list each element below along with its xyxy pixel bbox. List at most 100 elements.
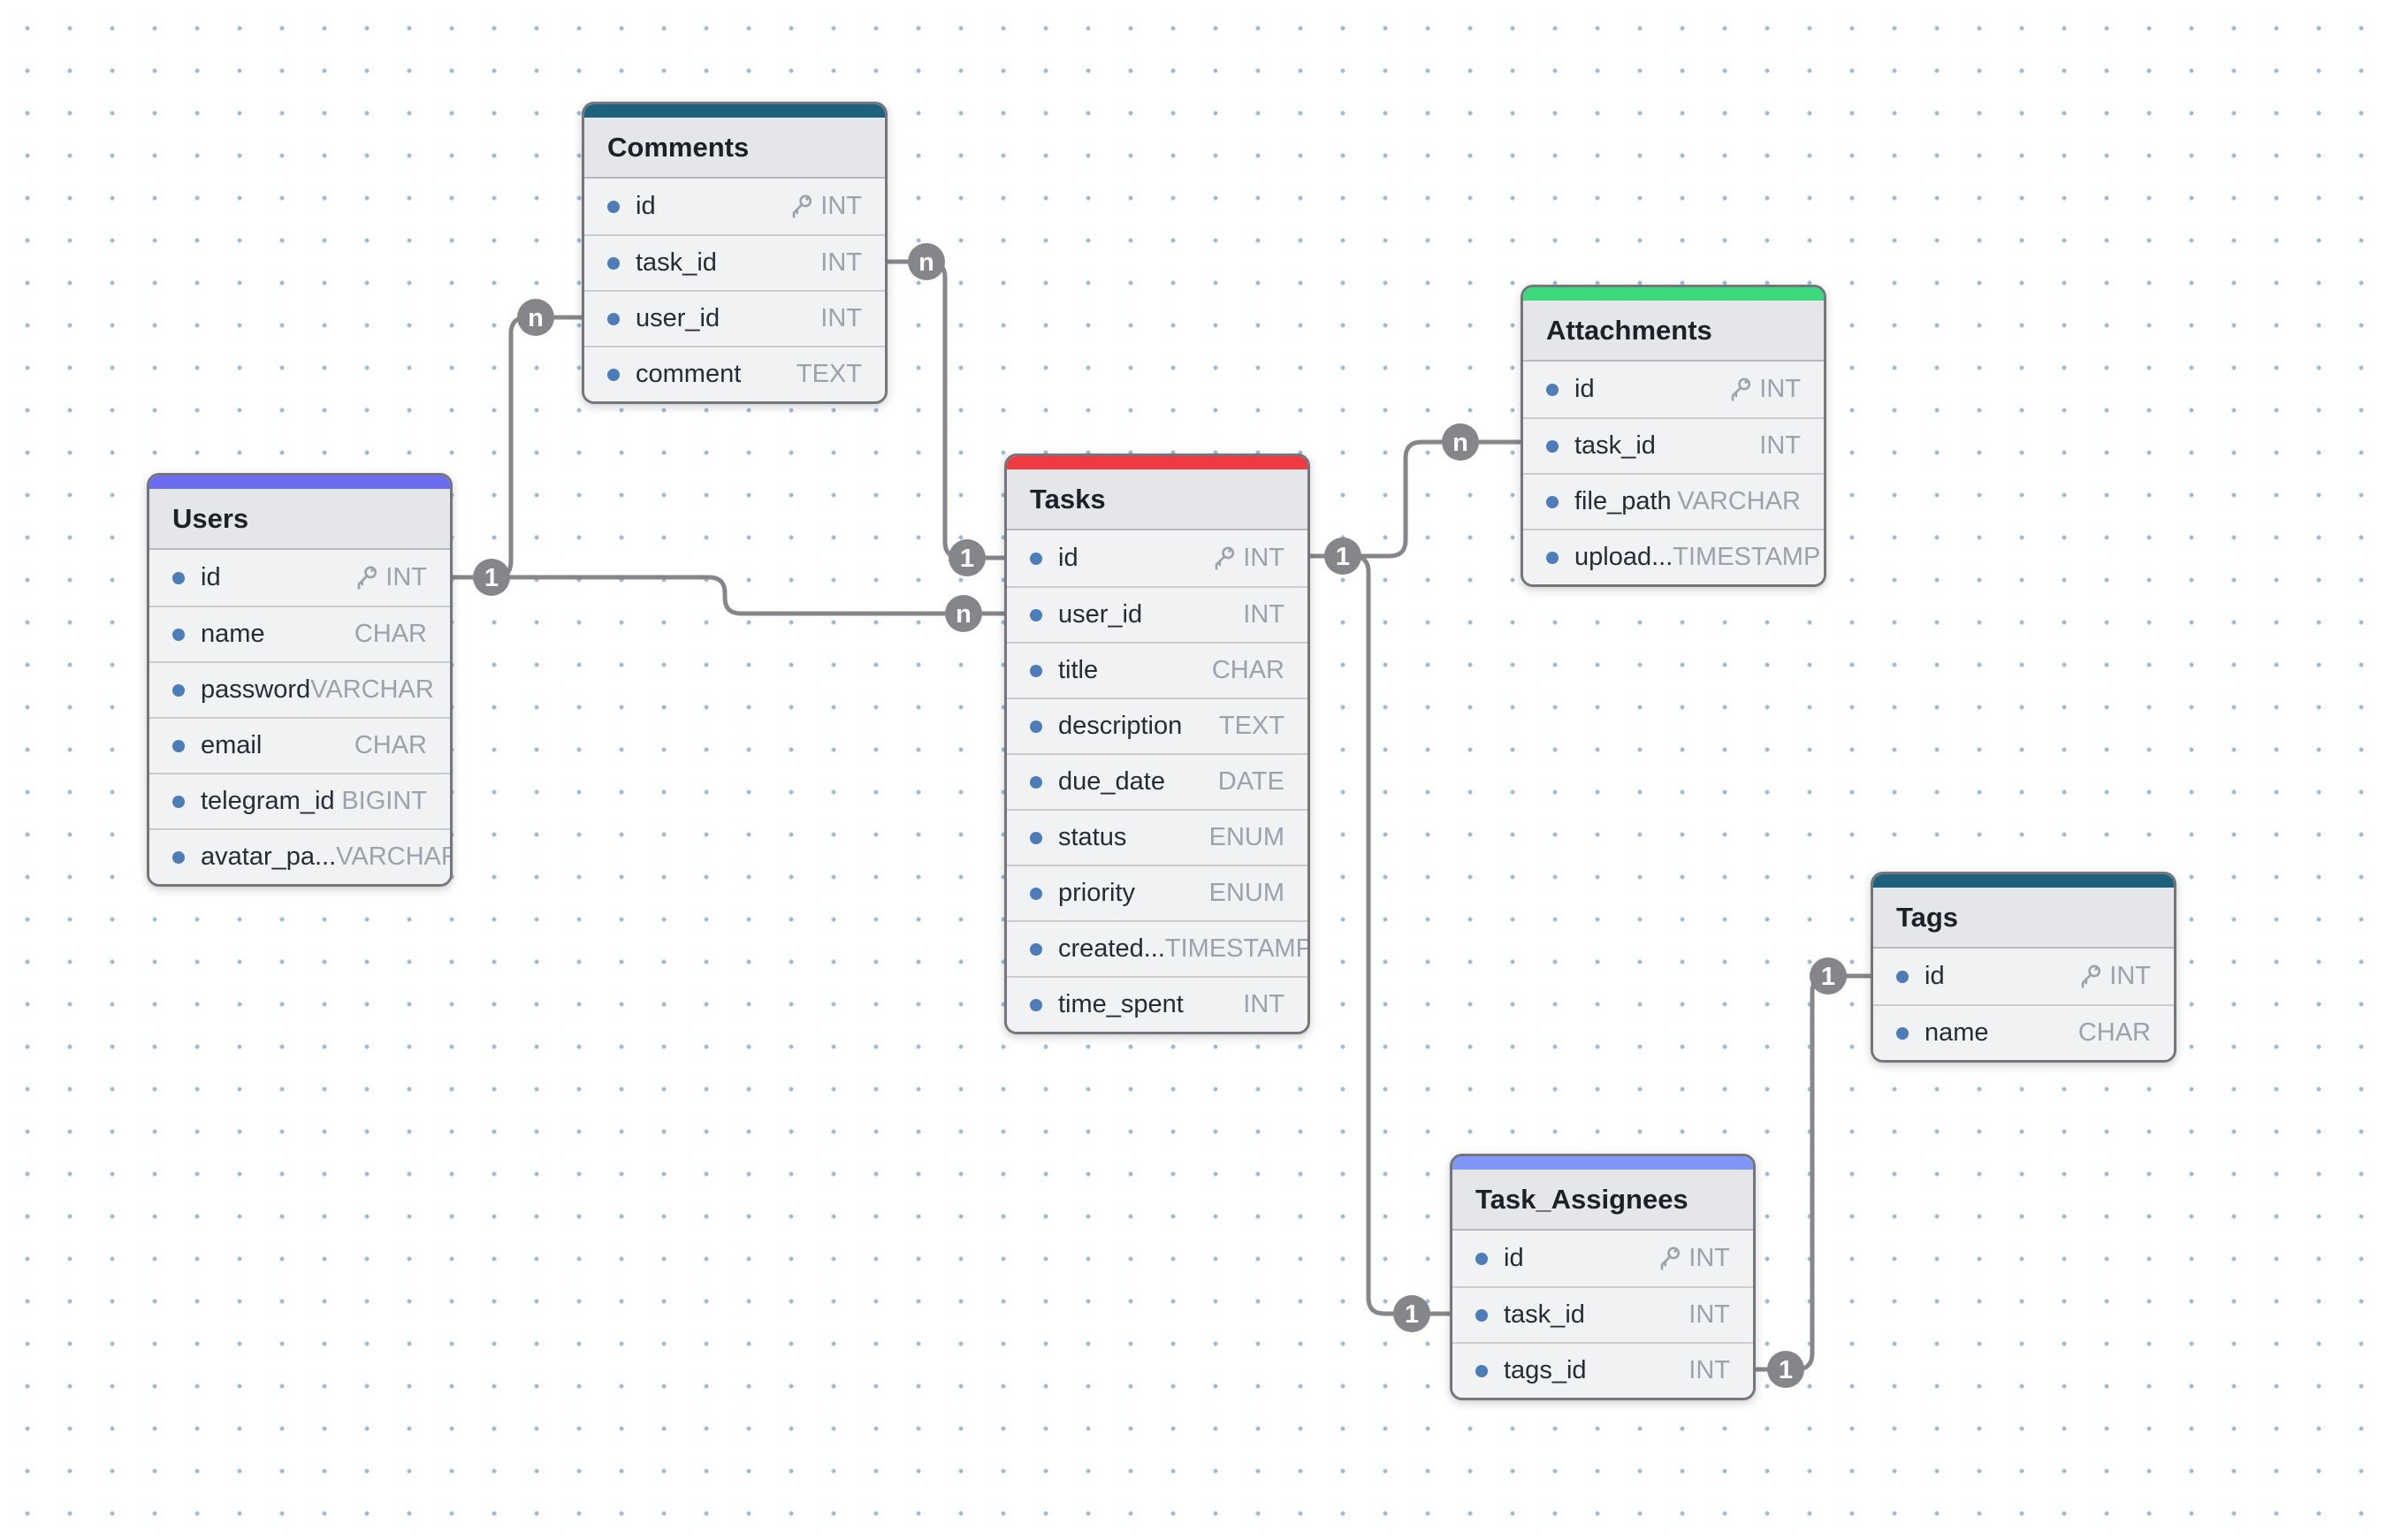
field-name: name: [1925, 1018, 1989, 1047]
svg-text:1: 1: [1405, 1300, 1419, 1329]
table-task-assignees[interactable]: Task_Assignees id INT task_id INT tags_i…: [1450, 1154, 1756, 1400]
field-row-id[interactable]: id INT: [1873, 949, 2174, 1004]
table-tags[interactable]: Tags id INT name CHAR: [1871, 872, 2176, 1063]
field-type: CHAR: [354, 620, 427, 648]
cardinality-marker-tasks-id-right: 1: [1324, 537, 1361, 575]
table-header-strip: [1452, 1156, 1753, 1170]
field-name: time_spent: [1058, 990, 1184, 1018]
field-row-file_path[interactable]: file_path VARCHAR: [1523, 473, 1824, 529]
field-name: priority: [1058, 879, 1136, 907]
table-comments[interactable]: Comments id INT task_id INT user_id INT …: [582, 102, 888, 404]
field-type: INT: [1688, 1300, 1730, 1329]
field-row-task_id[interactable]: task_id INT: [584, 234, 885, 290]
edge-users-tasks[interactable]: [453, 575, 1004, 616]
field-row-id[interactable]: id INT: [584, 179, 885, 234]
field-type: INT: [1243, 600, 1284, 629]
field-dot-icon: [172, 795, 185, 808]
field-dot-icon: [1475, 1308, 1488, 1322]
primary-key-icon: [1216, 546, 1235, 570]
field-name: created...: [1058, 934, 1165, 963]
field-type: CHAR: [1211, 656, 1284, 684]
field-type: ENUM: [1208, 823, 1284, 851]
field-name: email: [201, 731, 263, 759]
field-row-title[interactable]: title CHAR: [1007, 642, 1307, 698]
field-row-name[interactable]: name CHAR: [1873, 1004, 2174, 1060]
cardinality-marker-taskassignees-task-id: 1: [1393, 1295, 1430, 1332]
edge-tasks-taskassignees[interactable]: [1310, 553, 1450, 1316]
field-name: user_id: [1058, 600, 1143, 629]
field-row-name[interactable]: name CHAR: [149, 606, 450, 661]
field-row-telegram_id[interactable]: telegram_id BIGINT: [149, 773, 450, 828]
table-tasks[interactable]: Tasks id INT user_id INT title CHAR desc…: [1004, 454, 1310, 1034]
field-type: TEXT: [1218, 712, 1284, 740]
field-dot-icon: [1546, 495, 1559, 508]
field-dot-icon: [1030, 720, 1042, 733]
field-name: status: [1058, 823, 1127, 851]
field-dot-icon: [1030, 831, 1042, 844]
table-body: id INT name CHAR password VARCHAR email …: [149, 550, 450, 884]
edge-tags-taskassignees[interactable]: [1756, 973, 1871, 1372]
field-dot-icon: [1475, 1364, 1488, 1377]
field-type: INT: [1243, 990, 1284, 1018]
field-row-id[interactable]: id INT: [1007, 530, 1307, 586]
table-header-strip: [149, 476, 450, 489]
field-row-avatar_pa[interactable]: avatar_pa... VARCHAR: [149, 828, 450, 884]
field-dot-icon: [607, 368, 620, 381]
primary-key-icon: [1661, 1246, 1681, 1270]
field-type: INT: [1759, 431, 1801, 460]
field-type: INT: [1688, 1244, 1730, 1272]
field-row-due_date[interactable]: due_date DATE: [1007, 753, 1307, 809]
field-row-time_spent[interactable]: time_spent INT: [1007, 976, 1307, 1032]
field-name: password: [201, 675, 311, 704]
table-title[interactable]: Users: [149, 489, 450, 550]
field-row-id[interactable]: id INT: [1523, 362, 1824, 417]
field-dot-icon: [1030, 664, 1042, 677]
field-row-user_id[interactable]: user_id INT: [584, 290, 885, 346]
table-body: id INT name CHAR: [1873, 949, 2174, 1060]
field-row-password[interactable]: password VARCHAR: [149, 661, 450, 717]
svg-text:1: 1: [1779, 1356, 1793, 1384]
field-row-user_id[interactable]: user_id INT: [1007, 586, 1307, 642]
field-row-id[interactable]: id INT: [1452, 1231, 1753, 1286]
table-users[interactable]: Users id INT name CHAR password VARCHAR …: [147, 473, 453, 887]
table-attachments[interactable]: Attachments id INT task_id INT file_path…: [1521, 285, 1826, 587]
cardinality-marker-comments-task-id: n: [908, 243, 945, 280]
field-type: INT: [1243, 544, 1284, 572]
table-title[interactable]: Task_Assignees: [1452, 1170, 1753, 1231]
field-row-comment[interactable]: comment TEXT: [584, 346, 885, 401]
edge-users-comments[interactable]: [453, 315, 582, 580]
field-name: id: [1504, 1244, 1524, 1272]
field-dot-icon: [1030, 608, 1042, 621]
field-row-upload[interactable]: upload... TIMESTAMP: [1523, 529, 1824, 584]
cardinality-marker-tasks-id-left: 1: [949, 539, 986, 576]
field-row-email[interactable]: email CHAR: [149, 717, 450, 773]
svg-text:1: 1: [1336, 543, 1350, 571]
field-type: BIGINT: [341, 787, 427, 815]
field-name: task_id: [1504, 1300, 1585, 1329]
field-row-tags_id[interactable]: tags_id INT: [1452, 1342, 1753, 1398]
field-row-task_id[interactable]: task_id INT: [1452, 1286, 1753, 1342]
table-title[interactable]: Attachments: [1523, 301, 1824, 362]
field-name: user_id: [636, 304, 720, 332]
field-row-id[interactable]: id INT: [149, 550, 450, 606]
field-type: INT: [385, 563, 427, 591]
field-row-description[interactable]: description TEXT: [1007, 698, 1307, 753]
field-dot-icon: [607, 200, 620, 213]
field-dot-icon: [1030, 887, 1042, 900]
edge-tasks-attachments[interactable]: [1310, 439, 1521, 559]
field-dot-icon: [1030, 942, 1042, 956]
svg-text:n: n: [1452, 429, 1468, 457]
field-row-priority[interactable]: priority ENUM: [1007, 865, 1307, 920]
field-dot-icon: [1030, 552, 1042, 565]
field-row-status[interactable]: status ENUM: [1007, 809, 1307, 865]
svg-text:1: 1: [484, 564, 499, 592]
field-row-task_id[interactable]: task_id INT: [1523, 417, 1824, 473]
field-name: avatar_pa...: [201, 842, 337, 871]
table-title[interactable]: Tags: [1873, 888, 2174, 949]
cardinality-marker-users-id: 1: [473, 559, 510, 596]
edge-tasks-comments[interactable]: [888, 259, 1004, 560]
field-name: title: [1058, 656, 1099, 684]
field-row-created[interactable]: created... TIMESTAMP: [1007, 920, 1307, 976]
table-title[interactable]: Tasks: [1007, 469, 1307, 530]
table-title[interactable]: Comments: [584, 118, 885, 179]
